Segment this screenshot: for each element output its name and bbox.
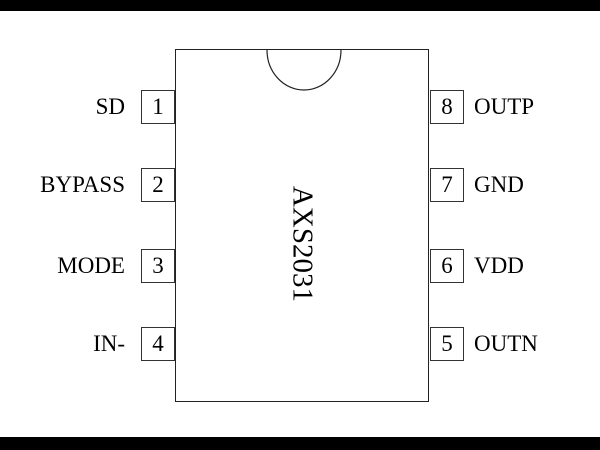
pin-name-in-minus: IN- [93, 331, 125, 356]
top-border-bar [0, 0, 600, 11]
pin-name-gnd: GND [474, 172, 524, 197]
pin-name-outn: OUTN [474, 331, 538, 356]
pin-name-mode: MODE [57, 253, 125, 278]
ic-package-body [175, 49, 429, 402]
pin-name-vdd: VDD [474, 253, 524, 278]
pin-number-6: 6 [430, 249, 464, 283]
pin1-notch [266, 49, 342, 91]
pin-number-3: 3 [141, 249, 175, 283]
pin-name-outp: OUTP [474, 94, 535, 119]
pin-name-bypass: BYPASS [40, 172, 125, 197]
pin-number-1: 1 [141, 90, 175, 124]
pin-name-sd: SD [95, 94, 125, 119]
pin-number-8: 8 [430, 90, 464, 124]
chip-part-number: AXS2031 [286, 185, 319, 303]
pin-number-2: 2 [141, 168, 175, 202]
bottom-border-bar [0, 437, 600, 450]
pin-number-4: 4 [141, 327, 175, 361]
pin-number-5: 5 [430, 327, 464, 361]
pin-number-7: 7 [430, 168, 464, 202]
